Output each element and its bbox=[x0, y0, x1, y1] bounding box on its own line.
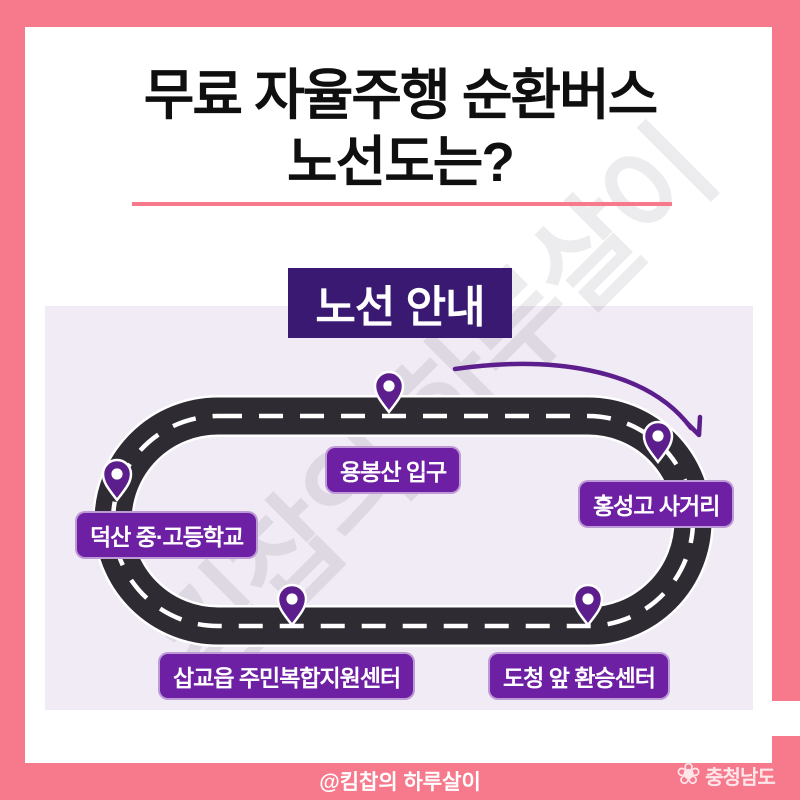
province-brand-text: 충청남도 bbox=[705, 766, 776, 789]
route-guide-header: 노선 안내 bbox=[288, 268, 512, 338]
stop-label-docheong: 도청 앞 환승센터 bbox=[488, 652, 670, 700]
title-underline bbox=[132, 202, 672, 206]
stop-pin-docheong-icon bbox=[572, 583, 604, 628]
page-title-line1: 무료 자율주행 순환버스 bbox=[143, 64, 659, 126]
page-title: 무료 자율주행 순환버스 노선도는? bbox=[0, 62, 800, 196]
stop-label-yongbongsan: 용봉산 입구 bbox=[325, 446, 462, 494]
footer-credit: @킴찹의 하루살이 bbox=[319, 771, 481, 794]
stop-label-hongseong: 홍성고 사거리 bbox=[578, 480, 735, 528]
stop-pin-hongseong-icon bbox=[642, 420, 674, 465]
stop-pin-deoksan-icon bbox=[101, 458, 133, 503]
stop-pin-sapgyo-icon bbox=[276, 583, 308, 628]
stop-label-deoksan: 덕산 중·고등학교 bbox=[75, 511, 259, 559]
stop-pin-yongbongsan-icon bbox=[373, 370, 405, 415]
page-title-line2: 노선도는? bbox=[287, 131, 515, 194]
province-brand: ❀ 충청남도 bbox=[676, 758, 776, 791]
direction-arrow-icon bbox=[452, 361, 703, 438]
stop-label-sapgyo: 삽교읍 주민복합지원센터 bbox=[158, 652, 416, 700]
edge-white-patch bbox=[752, 701, 800, 736]
flower-logo-icon: ❀ bbox=[676, 758, 702, 791]
